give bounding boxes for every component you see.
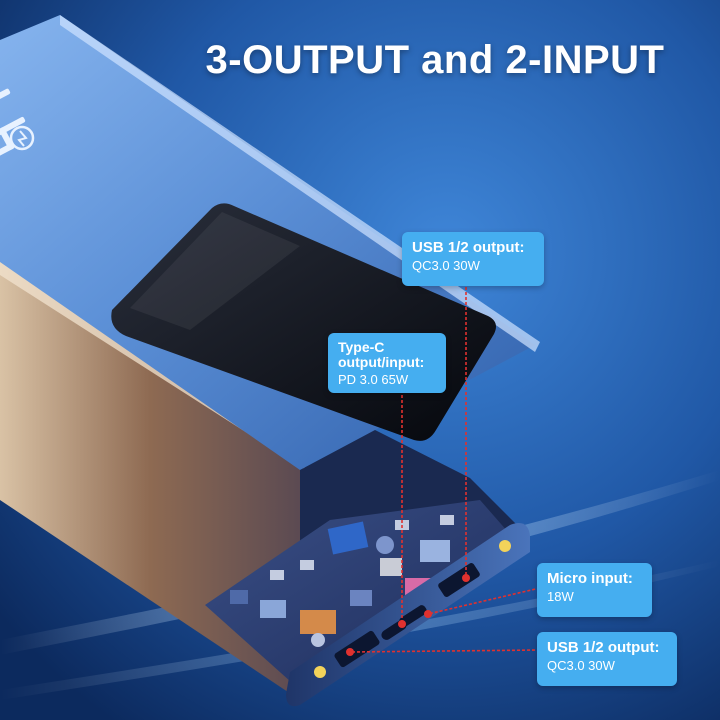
callout-spec: PD 3.0 65W bbox=[338, 372, 409, 387]
callout-spec: QC3.0 30W bbox=[412, 258, 480, 273]
callout-usb-output-top: USB 1/2 output: QC3.0 30W bbox=[402, 232, 544, 286]
casing-side-edge bbox=[0, 260, 300, 700]
light-streak bbox=[0, 560, 720, 700]
callout-title: USB 1/2 output: bbox=[412, 239, 525, 256]
brand-logo bbox=[0, 88, 26, 160]
wireless-charge-icon bbox=[9, 125, 35, 151]
callout-type-c: Type-C output/input: PD 3.0 65W bbox=[328, 333, 446, 393]
callout-title-line1: Type-C bbox=[338, 339, 385, 355]
callout-usb-output-bottom: USB 1/2 output: QC3.0 30W bbox=[537, 632, 677, 686]
usb-port-top bbox=[438, 563, 480, 597]
callout-spec: 18W bbox=[547, 589, 574, 604]
callout-title: Micro input: bbox=[547, 570, 633, 587]
callout-title-line2: output/input: bbox=[338, 354, 425, 370]
status-led bbox=[314, 666, 326, 678]
micro-usb-port bbox=[399, 605, 427, 627]
usb-port-bottom bbox=[334, 630, 380, 668]
callout-spec: QC3.0 30W bbox=[547, 658, 615, 673]
leader-lines bbox=[349, 287, 541, 653]
headline: 3-OUTPUT and 2-INPUT bbox=[205, 38, 665, 82]
status-led bbox=[499, 540, 511, 552]
callout-title: USB 1/2 output: bbox=[547, 639, 660, 656]
callout-micro-input: Micro input: 18W bbox=[537, 563, 652, 617]
display-reflection bbox=[130, 212, 300, 330]
leader-markers bbox=[346, 574, 470, 656]
